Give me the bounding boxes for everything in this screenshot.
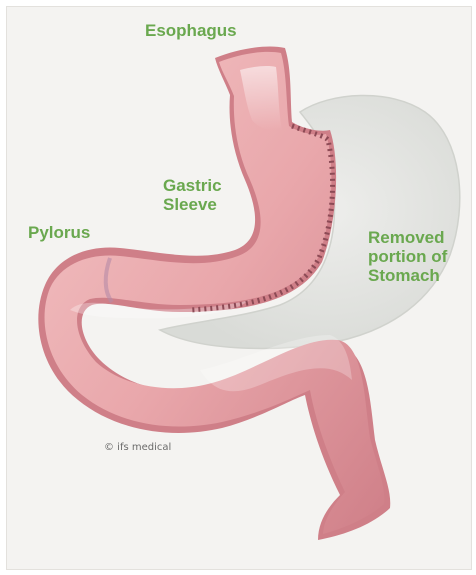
removed-portion-label-line-1: Removed bbox=[368, 228, 447, 247]
esophagus-label: Esophagus bbox=[145, 21, 237, 40]
gastric-sleeve-label: Gastric Sleeve bbox=[163, 176, 222, 214]
removed-portion-label-line-3: Stomach bbox=[368, 266, 447, 285]
gastric-sleeve-label-line-1: Gastric bbox=[163, 176, 222, 195]
copyright-credit: © ifs medical bbox=[104, 442, 171, 453]
pylorus-label: Pylorus bbox=[28, 223, 90, 242]
gastric-sleeve-label-line-2: Sleeve bbox=[163, 195, 222, 214]
removed-portion-label: Removed portion of Stomach bbox=[368, 228, 447, 285]
removed-portion-label-line-2: portion of bbox=[368, 247, 447, 266]
